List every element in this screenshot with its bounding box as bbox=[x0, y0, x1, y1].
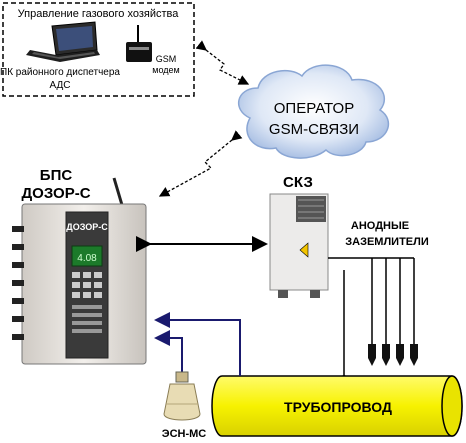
laptop-icon bbox=[26, 21, 100, 62]
pc-label-line2: АДС bbox=[50, 80, 71, 91]
pipe-end bbox=[441, 375, 463, 437]
anodes-line1: АНОДНЫЕ bbox=[351, 220, 409, 232]
esn-ms-sensor: ЭСН-МС bbox=[162, 371, 207, 440]
sensor-label: ЭСН-МС bbox=[162, 428, 207, 440]
pipeline: ТРУБОПРОВОД bbox=[211, 375, 463, 437]
signal-pipe-bps bbox=[154, 312, 241, 376]
gsm-modem-icon bbox=[126, 25, 152, 62]
control-center-box bbox=[2, 2, 195, 97]
panel-display bbox=[71, 245, 103, 267]
skz-title: СКЗ bbox=[283, 174, 313, 191]
modem-label-line1: GSM bbox=[156, 54, 177, 64]
skz-cabinet bbox=[269, 193, 329, 298]
gsm-operator-cloud: ОПЕРАТОР GSM-СВЯЗИ bbox=[237, 64, 390, 159]
antenna bbox=[112, 177, 124, 206]
panel-brand: ДОЗОР-С bbox=[66, 222, 108, 232]
control-center-title: Управление газового хозяйства bbox=[18, 8, 180, 20]
sensor-cap bbox=[175, 371, 189, 383]
skz-wiring bbox=[328, 257, 415, 381]
sensor-body bbox=[163, 383, 201, 421]
keypad bbox=[72, 272, 102, 333]
wireless-link-operator-bps bbox=[158, 130, 243, 197]
display-value: 4.08 bbox=[77, 253, 97, 264]
operator-line2: GSM-СВЯЗИ bbox=[269, 121, 359, 138]
bps-title-line2: ДОЗОР-С bbox=[21, 185, 90, 202]
cable-glands bbox=[12, 226, 24, 340]
cloud-shape bbox=[237, 64, 390, 159]
wireless-link-modem-operator bbox=[195, 40, 250, 85]
bps-device: ДОЗОР-С 4.08 bbox=[12, 177, 147, 365]
modem-label-line2: модем bbox=[152, 65, 179, 75]
anodes-line2: ЗАЗЕМЛИТЕЛИ bbox=[345, 236, 429, 248]
bps-title-line1: БПС bbox=[40, 167, 73, 184]
anode-electrodes bbox=[368, 344, 418, 366]
signal-lines bbox=[154, 312, 241, 376]
pipeline-label: ТРУБОПРОВОД bbox=[284, 399, 392, 415]
warning-sign-icon bbox=[299, 242, 309, 258]
signal-sensor-bps bbox=[154, 330, 183, 372]
control-center-group: Управление газового хозяйства ПК районно… bbox=[0, 2, 195, 97]
pc-label-line1: ПК районного диспетчера bbox=[0, 67, 120, 78]
operator-line1: ОПЕРАТОР bbox=[274, 100, 354, 117]
